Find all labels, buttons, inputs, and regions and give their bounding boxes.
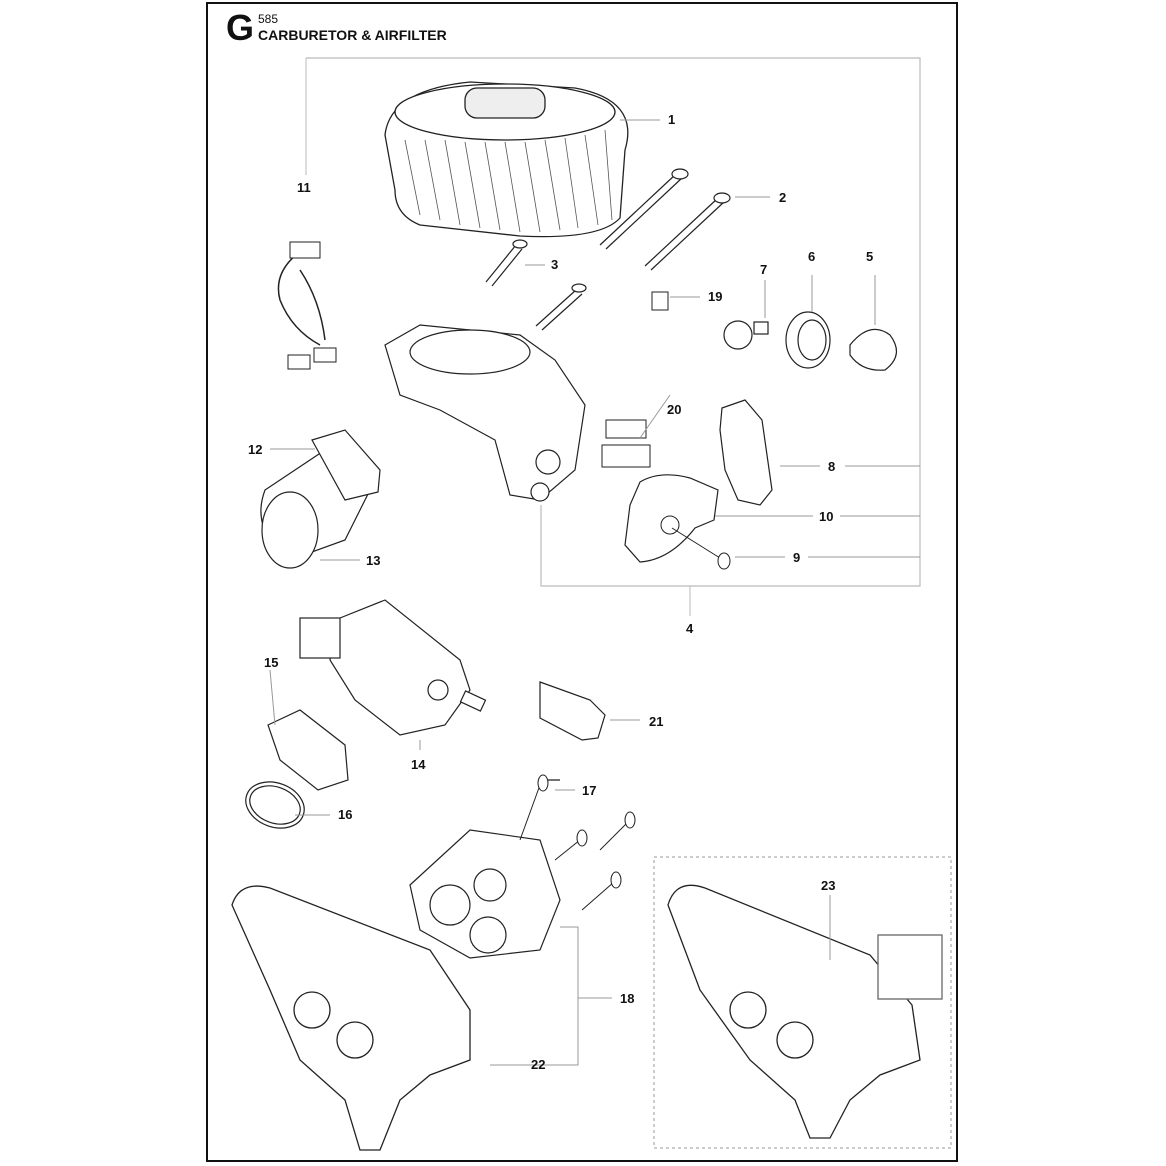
callout-10: 10 xyxy=(819,509,833,524)
callout-21: 21 xyxy=(649,714,663,729)
screw-drawings xyxy=(519,774,636,911)
callout-15: 15 xyxy=(264,655,278,670)
page-frame xyxy=(206,2,958,1162)
intake-boot-drawing xyxy=(260,429,381,569)
cover-22-drawing xyxy=(231,885,471,1151)
section-letter: G xyxy=(226,7,255,48)
callout-4: 4 xyxy=(686,621,694,636)
solenoid-drawing xyxy=(539,681,606,741)
callout-18: 18 xyxy=(620,991,634,1006)
clip-drawing xyxy=(651,291,669,311)
callout-9: 9 xyxy=(793,550,800,565)
page-title: CARBURETOR & AIRFILTER xyxy=(258,27,447,43)
callout-23: 23 xyxy=(821,878,835,893)
callout-2: 2 xyxy=(779,190,786,205)
leader-lines xyxy=(269,119,920,1066)
model-number: 585 xyxy=(258,12,279,26)
callout-6: 6 xyxy=(808,249,815,264)
air-filter-drawing xyxy=(384,81,629,238)
callout-19: 19 xyxy=(708,289,722,304)
callout-22: 22 xyxy=(531,1057,545,1072)
callout-5: 5 xyxy=(866,249,873,264)
callout-16: 16 xyxy=(338,807,352,822)
cable-connector-drawing xyxy=(289,241,321,259)
cable-plug2-drawing xyxy=(313,347,337,363)
pin-drawing xyxy=(671,527,731,570)
callout-14: 14 xyxy=(411,757,426,772)
lever-drawing xyxy=(719,399,773,506)
cable-plug-drawing xyxy=(287,354,311,370)
choke-drawing xyxy=(723,311,897,371)
housing-drawing xyxy=(384,324,586,502)
callout-11: 11 xyxy=(297,180,311,195)
callout-17: 17 xyxy=(582,783,596,798)
callout-12: 12 xyxy=(248,442,262,457)
callout-8: 8 xyxy=(828,459,835,474)
callout-13: 13 xyxy=(366,553,380,568)
manifold-drawing xyxy=(409,779,561,959)
clamp-gasket-drawing xyxy=(245,709,349,829)
callout-3: 3 xyxy=(551,257,558,272)
cable-drawing xyxy=(277,247,326,346)
connector-drawing xyxy=(601,419,651,468)
assembly-bracket xyxy=(306,57,921,587)
bolt-drawings xyxy=(485,168,731,331)
callout-1: 1 xyxy=(668,112,675,127)
cover-23-drawing xyxy=(667,884,943,1139)
carburetor-drawing xyxy=(299,599,487,736)
callout-7: 7 xyxy=(760,262,767,277)
callout-20: 20 xyxy=(667,402,681,417)
